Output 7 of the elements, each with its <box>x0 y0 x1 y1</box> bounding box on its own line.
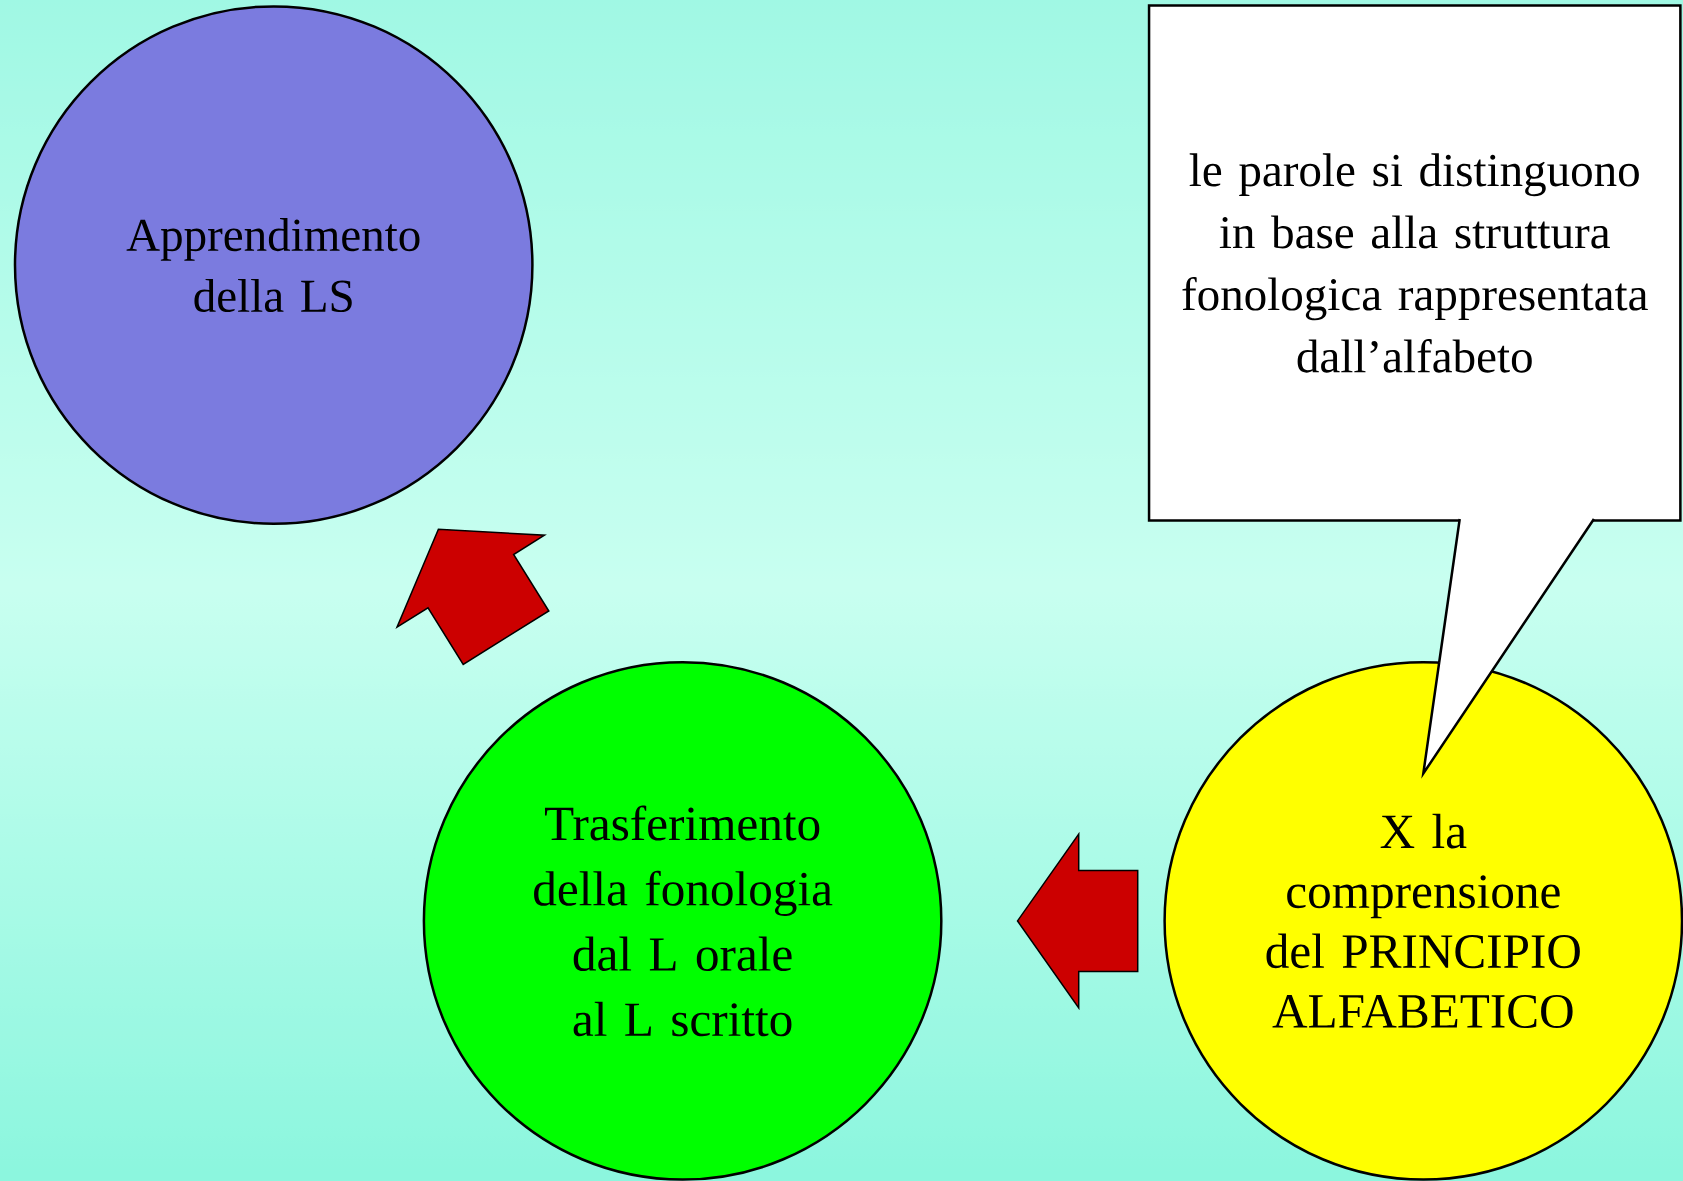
speech-bubble-tail <box>1421 517 1595 779</box>
circle-node: Apprendimento della LS <box>13 5 534 526</box>
block-arrow <box>1016 831 1139 1011</box>
block-arrow <box>395 528 550 666</box>
circle-node: X la comprensione del PRINCIPIO ALFABETICO <box>1163 660 1683 1181</box>
circle-node: Trasferimento della fonologia dal L orale al L scritto <box>422 660 943 1181</box>
speech-bubble: le parole si distinguono in base alla struttura fonologica rappresentata dall’alfabeto <box>1147 4 1682 522</box>
